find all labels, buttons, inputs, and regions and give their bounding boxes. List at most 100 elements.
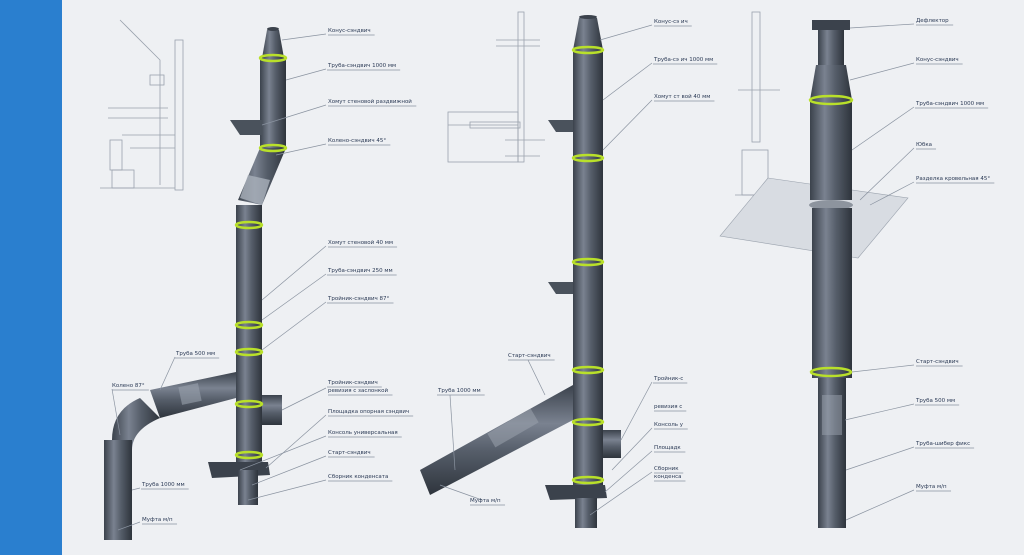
label-drain-2a: Сборник [654, 466, 679, 472]
label-wall-clamp-split: Хомут стеновой раздвижной [328, 98, 412, 105]
label-deflector: Дефлектор [916, 18, 949, 24]
assembly-1-rings [234, 53, 288, 460]
lower-pipe [236, 205, 262, 465]
label-pipe-1000-2: Труба-сэ ич 1000 мм [653, 57, 713, 63]
sketch-wall-installation-2 [447, 11, 545, 163]
leader-line [602, 99, 653, 151]
elbow-87 [112, 398, 160, 450]
support-platform-2 [545, 485, 607, 500]
label-muff-3: Муфта м/п [916, 484, 947, 490]
lower-pipe-3 [812, 208, 852, 378]
label-pipe-1000: Труба-сэндвич 1000 мм [327, 63, 396, 69]
cone-part-2 [573, 18, 603, 50]
leader-line [285, 68, 327, 81]
cone-part-3 [810, 65, 852, 100]
horizontal-pipe-detail [178, 383, 202, 405]
leader-line [131, 487, 141, 491]
leader-line [844, 403, 915, 421]
leader-line [849, 23, 915, 29]
label-platform-2: Площадк [654, 445, 681, 451]
assembly-2-pipes [420, 15, 621, 528]
label-cone-2: Конус-сэ ич [654, 19, 688, 25]
label-pipe-1000b-2: Труба 1000 мм [437, 388, 481, 394]
label-elbow-45: Колено-сэндвич 45° [328, 138, 386, 144]
label-clamp-2: Хомут ст вой 40 мм [654, 93, 710, 100]
label-damper: Труба-шибер фикс [915, 441, 970, 447]
label-pipe-1000b: Труба 1000 мм [141, 482, 185, 488]
upper-pipe-3 [810, 100, 852, 200]
leader-line [111, 388, 121, 436]
leader-line [117, 521, 141, 531]
label-elbow-87: Колено 87° [112, 383, 145, 389]
leader-line [604, 450, 653, 493]
leader-line [589, 471, 653, 516]
leader-line [159, 356, 176, 391]
label-tee-revision-2: ревизия с заслонкой [328, 387, 389, 394]
chimney-assembly-diagrams: Конус-сэндвич Труба-сэндвич 1000 мм Хому… [100, 11, 995, 540]
lower-vertical-pipe [104, 440, 132, 540]
label-cone: Конус-сэндвич [328, 28, 371, 34]
tee-branch [262, 395, 282, 425]
leader-line [599, 24, 653, 41]
wall-bracket-2b [548, 282, 573, 294]
assembly-1-pipes [104, 27, 288, 540]
label-console: Консоль универсальная [328, 430, 398, 436]
label-tee-2b: ревизия с [654, 404, 682, 410]
label-muff-2: Муфта м/п [470, 498, 501, 504]
condensate-drain [238, 470, 258, 505]
label-drain-2b: конденса [654, 474, 681, 480]
leader-line [275, 143, 327, 156]
leader-line [449, 394, 456, 471]
label-start-2: Старт-сэндвич [508, 353, 551, 359]
condensate-drain-2 [575, 498, 597, 528]
cone-part [262, 30, 284, 58]
leader-line [261, 104, 327, 126]
label-cone-3: Конус-сэндвич [916, 57, 959, 63]
wall-bracket-2a [548, 120, 573, 132]
deflector-body [818, 30, 844, 65]
label-pipe-500: Труба 500 мм [175, 351, 215, 357]
label-tee-revision-1: Тройник-сэндвич [327, 379, 378, 386]
leader-line [851, 106, 915, 151]
label-pipe-1000-3: Труба-сэндвич 1000 мм [915, 101, 984, 107]
pipe-detail-3 [822, 395, 842, 435]
leader-lines [111, 23, 995, 531]
leader-line [527, 359, 546, 396]
label-start: Старт-сэндвич [328, 450, 371, 456]
leader-line [247, 479, 327, 501]
label-wall-clamp-40: Хомут стеновой 40 мм [328, 239, 393, 246]
main-pipe-2 [573, 50, 603, 490]
horizontal-pipe-2-detail [487, 408, 539, 448]
leader-line [859, 147, 915, 201]
leader-line [281, 33, 327, 41]
label-pipe-500-3: Труба 500 мм [915, 398, 955, 404]
tee-branch-2 [603, 430, 621, 458]
assembly-2-rings [571, 45, 605, 485]
upper-pipe [260, 58, 286, 148]
leader-line [251, 455, 327, 486]
wall-bracket [230, 120, 262, 135]
leader-line [261, 273, 327, 321]
leader-line [281, 387, 327, 411]
leader-line [620, 381, 653, 441]
leader-line [849, 62, 915, 81]
leader-line [265, 414, 327, 469]
diagram-canvas: Конус-сэндвич Труба-сэндвич 1000 мм Хому… [62, 0, 1024, 555]
label-support-platform: Площадка опорная сэндвич [328, 409, 409, 415]
leader-line [239, 435, 327, 471]
label-start-3: Старт-сэндвич [916, 359, 959, 365]
skirt-part [809, 200, 853, 210]
blue-sidebar-strip [0, 0, 62, 555]
cone-top [267, 27, 279, 31]
label-skirt: Юбка [916, 142, 932, 148]
label-tee-2a: Тройник-с [653, 375, 683, 382]
leader-line [851, 364, 915, 373]
label-tee-87: Тройник-сэндвич 87° [327, 295, 390, 302]
leader-line [261, 245, 327, 301]
leader-line [602, 62, 653, 101]
assembly-3-rings [808, 94, 854, 378]
leader-line [845, 489, 915, 521]
sketch-wall-installation [100, 19, 184, 191]
leader-line [611, 427, 653, 471]
